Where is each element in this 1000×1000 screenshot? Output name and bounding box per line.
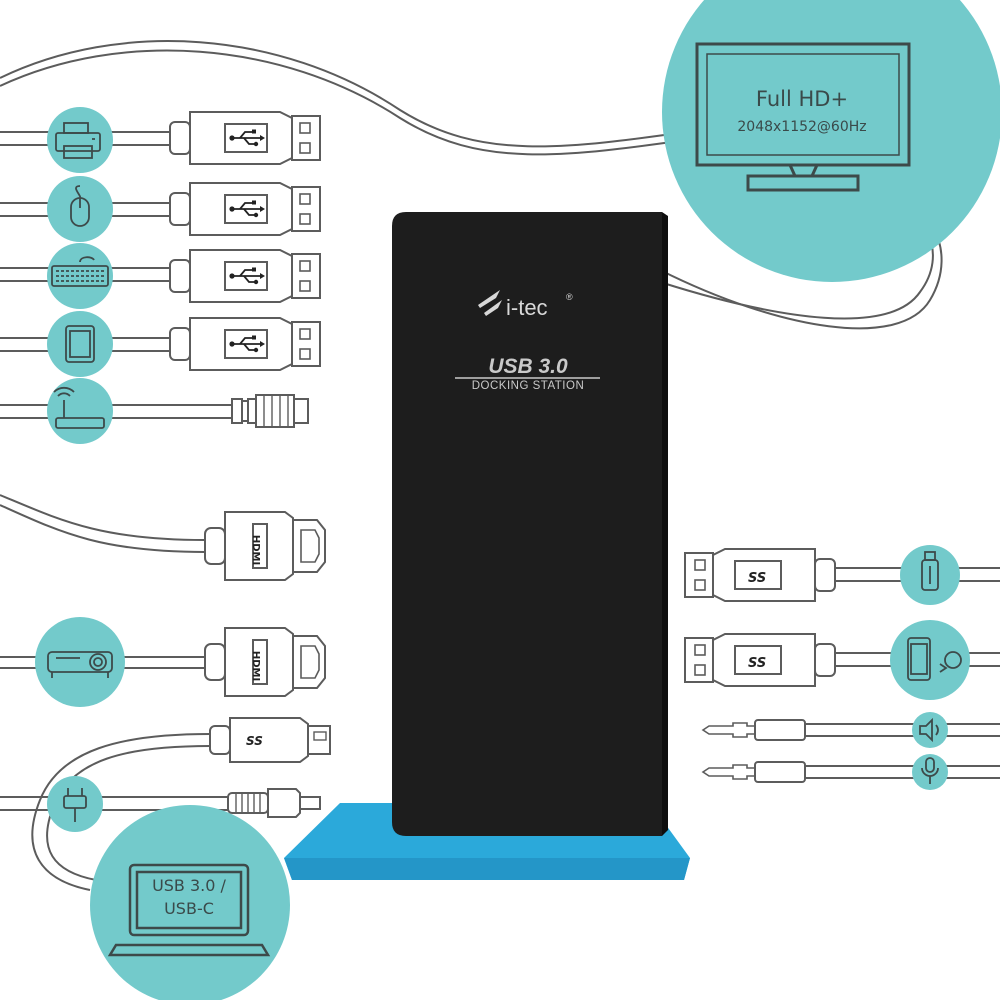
- usb-b-connector: [209, 717, 331, 763]
- usb-stick-icon: [921, 551, 939, 591]
- mouse-circle: [47, 176, 113, 242]
- dc-power-connector: [227, 788, 321, 818]
- dock-model: USB 3.0: [488, 355, 568, 378]
- speaker-icon: [919, 717, 939, 743]
- monitor-title: Full HD+: [756, 87, 848, 111]
- tablet-icon: [65, 325, 95, 363]
- monitor-resolution: 2048x1152@60Hz: [737, 119, 866, 135]
- usb-a-connector: [169, 111, 321, 165]
- dock-subtitle: DOCKING STATION: [472, 380, 585, 392]
- usb-a-connector: [169, 182, 321, 236]
- projector-icon: [47, 651, 113, 678]
- projector-circle: [35, 617, 125, 707]
- ethernet-connector: [231, 394, 309, 428]
- laptop-label-line2: USB-C: [164, 899, 214, 918]
- dock-brand-mark: ®: [566, 292, 573, 302]
- superspeed-label: SS: [246, 734, 263, 748]
- power-plug-icon: [63, 788, 87, 822]
- hdmi-label: HDMI: [250, 535, 261, 565]
- superspeed-label: SS: [748, 656, 766, 671]
- laptop-label-line1: USB 3.0 /: [152, 876, 226, 895]
- phone-charging-icon: [907, 637, 962, 681]
- docking-station: i-tec ® USB 3.0 DOCKING STATION: [284, 212, 690, 880]
- audio-jack-connector: [702, 719, 806, 741]
- monitor-badge: Full HD+ 2048x1152@60Hz: [662, 0, 1000, 282]
- laptop-circle: [90, 805, 290, 1000]
- usb-a-connector: [169, 249, 321, 303]
- superspeed-label: SS: [748, 571, 766, 586]
- dock-body: [392, 212, 662, 836]
- router-circle: [47, 378, 113, 444]
- audio-jack-connector: [702, 761, 806, 783]
- mouse-icon: [70, 185, 90, 227]
- laptop-icon: [107, 863, 271, 957]
- usb-a-connector: [169, 317, 321, 371]
- printer-icon: [55, 122, 101, 159]
- monitor-icon: [695, 42, 911, 192]
- keyboard-circle: [47, 243, 113, 309]
- power-circle: [47, 776, 103, 832]
- dock-brand: i-tec: [506, 295, 548, 320]
- hdmi-connector: [204, 627, 326, 697]
- tablet-circle: [47, 311, 113, 377]
- i-tec-logo: i-tec ®: [478, 290, 573, 320]
- hdmi-label: HDMI: [250, 651, 261, 681]
- router-icon: [53, 386, 105, 429]
- speaker-circle: [912, 712, 948, 748]
- microphone-icon: [921, 757, 939, 784]
- hdmi-connector: [204, 511, 326, 581]
- keyboard-icon: [51, 256, 109, 287]
- monitor-circle: [662, 0, 1000, 282]
